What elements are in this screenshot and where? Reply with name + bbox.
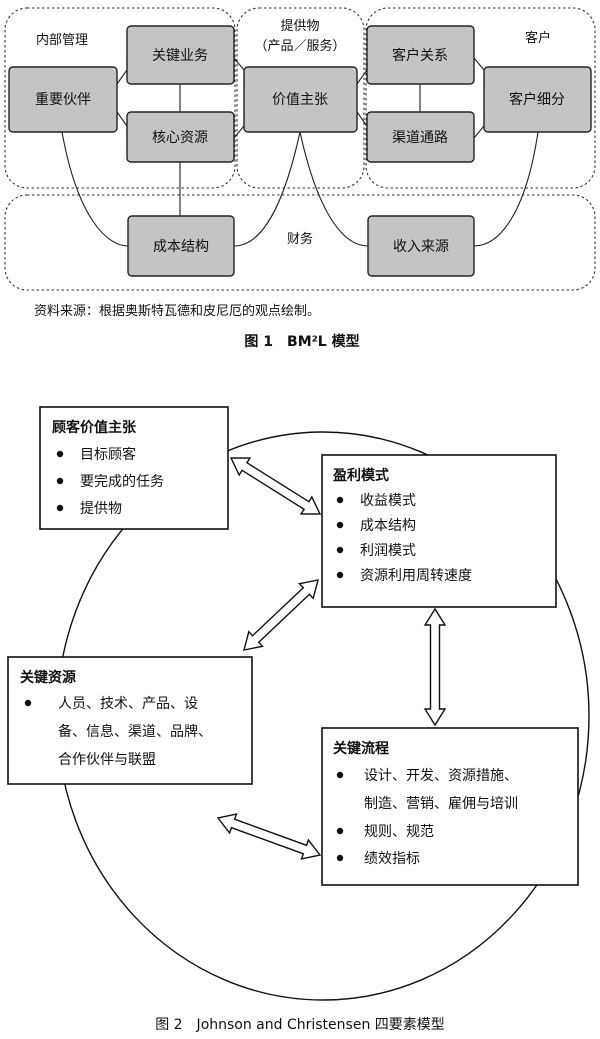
list-item: 绩效指标 xyxy=(364,851,420,867)
list-item: 收益模式 xyxy=(360,493,416,509)
region-customer xyxy=(365,7,596,189)
box-customer-value-proposition: 顾客价值主张 目标顾客 要完成的任务 提供物 xyxy=(39,406,229,530)
block-revenue-streams: 收入来源 xyxy=(367,215,475,277)
region-label-customer: 客户 xyxy=(525,30,551,46)
list-item: 人员、技术、产品、设 xyxy=(58,696,198,712)
block-label: 价值主张 xyxy=(272,92,328,108)
bullet-icon xyxy=(336,854,344,862)
box-profit-model: 盈利模式 收益模式 成本结构 利润模式 资源利用周转速度 xyxy=(321,454,557,608)
box-key-process: 关键流程 设计、开发、资源措施、 制造、营销、雇佣与培训 规则、规范 绩效指标 xyxy=(321,727,579,886)
block-label: 关键业务 xyxy=(152,48,208,64)
bullet-icon xyxy=(24,699,32,707)
block-label: 收入来源 xyxy=(393,239,449,255)
double-arrow-profit-resources xyxy=(243,579,319,651)
double-arrow-cvp-profit xyxy=(229,457,322,515)
list-item: 利润模式 xyxy=(360,543,416,559)
region-label-offering: 提供物 xyxy=(280,18,319,34)
block-label: 客户细分 xyxy=(509,91,565,108)
region-label-finance: 财务 xyxy=(287,231,313,247)
bullet-icon xyxy=(56,450,64,458)
block-cost-structure: 成本结构 xyxy=(127,215,235,277)
bullet-icon xyxy=(336,521,344,529)
figure2-caption: 图 2 Johnson and Christensen 四要素模型 xyxy=(155,1017,445,1033)
box-title: 关键资源 xyxy=(20,669,76,686)
block-key-resources: 核心资源 xyxy=(126,111,235,163)
figure1-source: 资料来源：根据奥斯特瓦德和皮尼厄的观点绘制。 xyxy=(34,303,320,319)
bullet-icon xyxy=(56,477,64,485)
figure1: 重要伙伴 关键业务 核心资源 价值主张 客户关系 渠道通路 客户细分 成本结构 xyxy=(4,7,596,350)
block-channels: 渠道通路 xyxy=(366,111,475,163)
list-item: 规则、规范 xyxy=(364,823,434,840)
list-item: 目标顾客 xyxy=(80,446,136,463)
figure2: 顾客价值主张 目标顾客 要完成的任务 提供物 盈利模式 收益模式 成本结构 利润… xyxy=(7,406,590,1033)
list-item: 设计、开发、资源措施、 xyxy=(364,768,518,784)
region-label-offering-sub: （产品／服务） xyxy=(254,38,345,54)
double-arrow-resources-process xyxy=(216,813,322,860)
region-finance xyxy=(4,194,596,291)
block-label: 成本结构 xyxy=(153,239,209,255)
bullet-icon xyxy=(336,571,344,579)
list-item: 成本结构 xyxy=(360,518,416,534)
bullet-icon xyxy=(56,504,64,512)
box-title: 盈利模式 xyxy=(332,467,389,484)
box-key-resources: 关键资源 人员、技术、产品、设 备、信息、渠道、品牌、 合作伙伴与联盟 xyxy=(7,656,253,785)
list-item: 要完成的任务 xyxy=(80,474,164,490)
box-title: 关键流程 xyxy=(333,740,389,757)
box-title: 顾客价值主张 xyxy=(52,419,137,436)
region-label-internal: 内部管理 xyxy=(36,32,88,48)
block-key-partners: 重要伙伴 xyxy=(8,66,118,133)
block-label: 渠道通路 xyxy=(392,130,448,146)
block-key-activities: 关键业务 xyxy=(126,25,235,85)
block-value-proposition: 价值主张 xyxy=(243,66,358,133)
list-item-continued: 备、信息、渠道、品牌、 xyxy=(58,723,212,740)
block-label: 核心资源 xyxy=(152,130,208,146)
block-customer-relationships: 客户关系 xyxy=(366,25,475,85)
bullet-icon xyxy=(336,827,344,835)
list-item-continued: 制造、营销、雇佣与培训 xyxy=(364,795,518,812)
figure1-caption: 图 1 BM²L 模型 xyxy=(244,333,359,350)
bullet-icon xyxy=(336,771,344,779)
block-customer-segments: 客户细分 xyxy=(483,66,592,133)
list-item: 提供物 xyxy=(80,501,122,517)
region-offering xyxy=(236,7,365,189)
block-label: 客户关系 xyxy=(392,47,448,64)
list-item: 资源利用周转速度 xyxy=(360,568,472,584)
double-arrow-profit-process xyxy=(423,607,447,727)
bullet-icon xyxy=(336,546,344,554)
list-item-continued: 合作伙伴与联盟 xyxy=(58,752,156,768)
block-label: 重要伙伴 xyxy=(35,92,91,108)
bullet-icon xyxy=(336,496,344,504)
